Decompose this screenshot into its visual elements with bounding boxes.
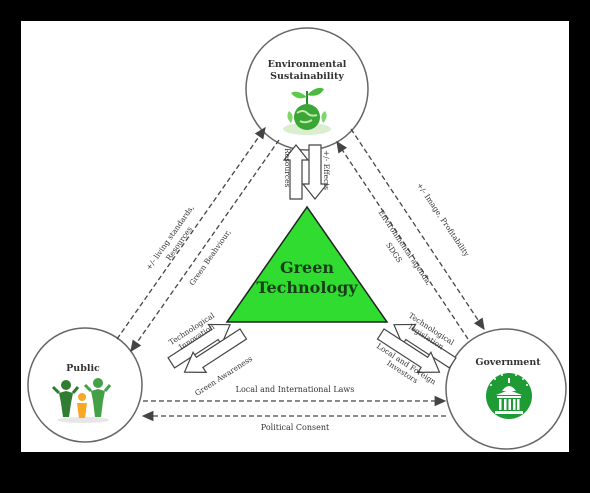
center-label-1: Green <box>280 258 334 277</box>
green-behaviour-label: Green Beahviour, <box>187 228 232 287</box>
public-to-environment-dashed-arrow <box>116 126 266 340</box>
globe-plant-icon <box>283 87 331 135</box>
capitol-building-icon <box>486 373 532 419</box>
tech-innovation-arrow <box>167 323 231 369</box>
laws-label: Local and International Laws <box>236 385 355 394</box>
diagram-canvas: Environmental Sustainability Public Gove… <box>21 21 569 452</box>
effects-label: +/- Effects <box>322 150 331 190</box>
green-technology-triangle <box>225 205 389 323</box>
people-icon <box>51 378 112 423</box>
environment-to-public-dashed-arrow <box>130 139 280 353</box>
environment-node <box>245 27 369 151</box>
tech-legislation-arrow <box>393 323 457 369</box>
green-awareness-arrow <box>183 328 248 374</box>
government-label: Government <box>475 357 541 368</box>
center-label-2: Technology <box>256 278 358 297</box>
local-foreign-investors-arrow <box>376 328 441 374</box>
resources-arrow <box>282 144 310 200</box>
env-agenda-label-1: Environmental agenda, <box>377 208 434 287</box>
resources-label: Resources <box>283 148 292 188</box>
diagram-svg: Environmental Sustainability Public Gove… <box>27 27 567 450</box>
effects-arrow <box>301 144 329 200</box>
image-profitability-label: +/- Image, Profitability <box>415 181 472 259</box>
environment-to-government-dashed-arrow <box>350 128 485 331</box>
environment-label-2: Sustainability <box>270 71 344 82</box>
public-label: Public <box>66 363 100 374</box>
environment-label-1: Environmental <box>268 59 347 70</box>
consent-label: Political Consent <box>261 423 330 432</box>
